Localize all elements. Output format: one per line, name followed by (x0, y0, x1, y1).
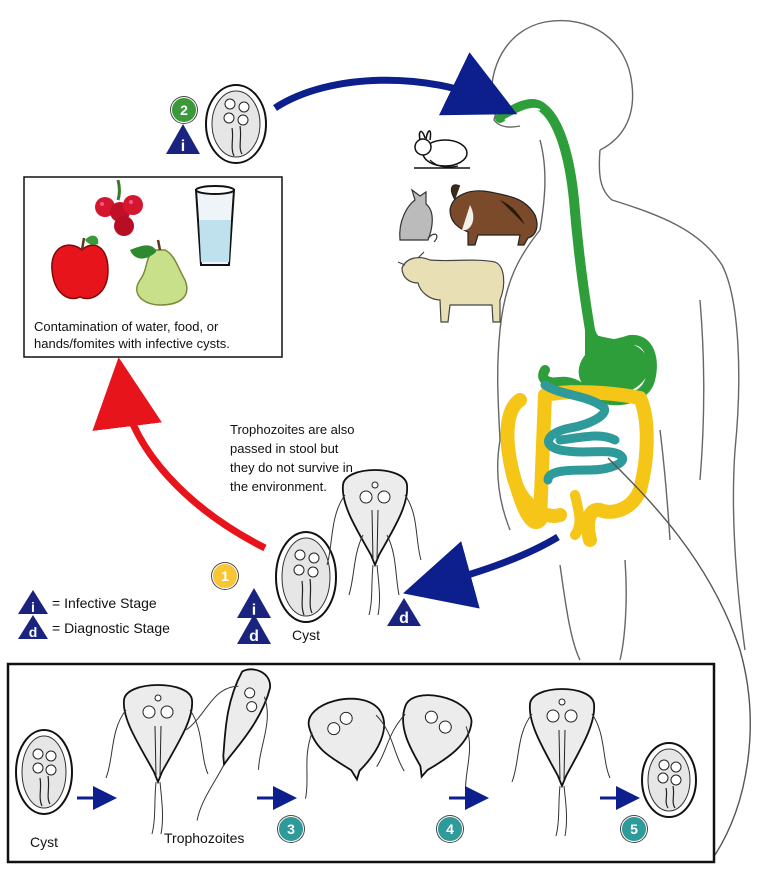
stool-note-line-3: they do not survive in (230, 460, 353, 475)
trophozoite-icon (326, 469, 422, 616)
step-4-badge: 4 (437, 816, 463, 842)
apple-icon (51, 235, 109, 300)
svg-text:i: i (181, 138, 185, 155)
stomach-icon (495, 98, 657, 406)
rabbit-icon (414, 130, 470, 169)
pear-icon (130, 239, 188, 306)
legend-infective-label: = Infective Stage (52, 595, 157, 611)
diagnostic-stage-icon: d (387, 598, 421, 627)
step-5-badge: 5 (621, 816, 647, 842)
step-2-badge: 2 (171, 97, 197, 123)
step-3-badge: 3 (278, 816, 304, 842)
diagnostic-stage-icon: d (237, 614, 271, 645)
trophozoite-icon (105, 684, 209, 835)
svg-text:d: d (249, 628, 259, 645)
trophozoite-icon (511, 688, 611, 837)
legend-diagnostic-icon: d (18, 615, 48, 640)
legend-infective-icon: i (18, 590, 48, 615)
raspberries-icon (95, 179, 143, 236)
source-box-caption: Contamination of water, food, or hands/f… (34, 319, 230, 351)
svg-text:i: i (252, 602, 256, 619)
contamination-arrow (92, 357, 267, 552)
svg-text:i: i (31, 599, 35, 615)
trophozoite-icon (185, 668, 271, 821)
cyst-icon (205, 84, 267, 164)
stool-cyst-label: Cyst (292, 627, 320, 643)
stool-note-line-2: passed in stool but (230, 441, 339, 456)
small-intestine-icon (540, 380, 627, 485)
bottom-trophozoites-label: Trophozoites (164, 830, 245, 846)
cyst-icon (15, 729, 73, 815)
bottom-cyst-label: Cyst (30, 834, 58, 850)
water-glass-icon (194, 185, 236, 266)
svg-text:d: d (399, 610, 409, 627)
trophozoite-icon (305, 697, 405, 799)
cow-icon (397, 251, 505, 323)
svg-text:d: d (29, 624, 38, 640)
infective-stage-icon: i (237, 588, 271, 619)
infective-stage-icon: i (166, 124, 200, 155)
cyst-icon (275, 531, 337, 623)
excretion-arrow (403, 534, 560, 609)
ingestion-arrow (273, 52, 518, 116)
intestine-callout-line (607, 457, 751, 856)
cat-icon (399, 188, 438, 243)
human-body-icon (486, 19, 746, 661)
cyst-icon (641, 742, 697, 818)
step-1-badge: 1 (212, 563, 238, 589)
trophozoite-icon (376, 694, 473, 791)
stool-note-line-1: Trophozoites are also (230, 422, 355, 437)
dog-icon (449, 184, 538, 246)
stool-note-line-4: the environment. (230, 479, 327, 494)
legend-diagnostic-label: = Diagnostic Stage (52, 620, 170, 636)
